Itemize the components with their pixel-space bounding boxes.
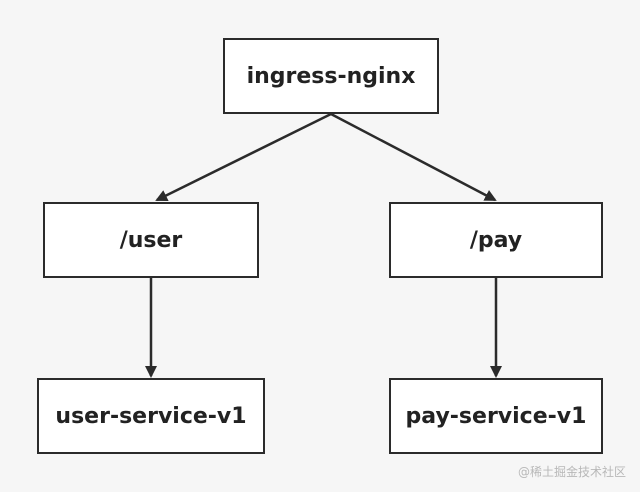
watermark: @稀土掘金技术社区 <box>517 465 626 479</box>
node-pay-service-label: pay-service-v1 <box>405 403 587 429</box>
node-ingress-nginx-label: ingress-nginx <box>246 63 416 89</box>
node-pay-service: pay-service-v1 <box>389 378 603 454</box>
node-user-service-label: user-service-v1 <box>55 403 247 429</box>
node-pay-route: /pay <box>389 202 603 278</box>
node-user-route-label: /user <box>119 227 183 253</box>
edge-ingress-to-user <box>155 112 332 202</box>
node-user-route: /user <box>43 202 259 278</box>
edge-ingress-to-pay <box>330 112 497 202</box>
node-pay-route-label: /pay <box>469 227 523 253</box>
node-user-service: user-service-v1 <box>37 378 265 454</box>
node-ingress-nginx: ingress-nginx <box>223 38 439 114</box>
